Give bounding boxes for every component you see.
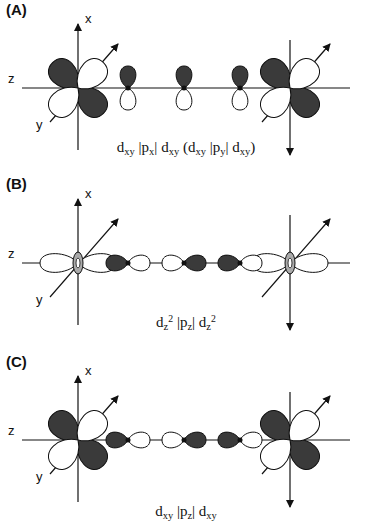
orbital-formula: dz2 |pz| dz2 — [156, 314, 216, 333]
axis-label: y — [36, 118, 43, 132]
panel-letter: (B) — [6, 176, 27, 193]
axis-label: z — [8, 72, 15, 86]
panel-letter: (C) — [6, 354, 27, 371]
panel-letter: (A) — [6, 2, 27, 19]
axis-label: x — [85, 364, 92, 378]
axis-label: y — [36, 470, 43, 484]
orbital-formula: dxy |px| dxy (dxy |py| dxy) — [117, 139, 255, 158]
axis-label: x — [85, 187, 92, 201]
axis-label: y — [36, 293, 43, 307]
axis-label: z — [8, 424, 15, 438]
axis-label: z — [8, 247, 15, 261]
orbital-formula: dxy |pz| dxy — [155, 503, 217, 522]
axis-label: x — [85, 12, 92, 26]
